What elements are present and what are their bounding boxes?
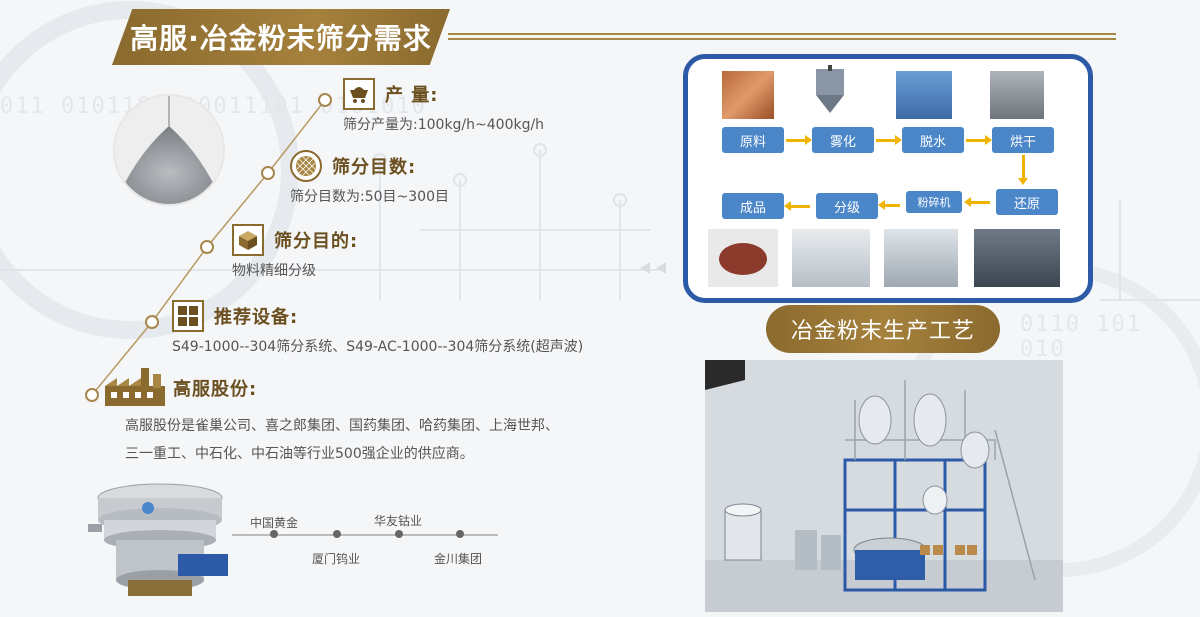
atomizer-image [802, 65, 858, 119]
timeline-dot [456, 530, 464, 538]
process-caption: 冶金粉末生产工艺 [766, 305, 1000, 353]
path-node [145, 315, 159, 329]
info-item-equipment: 推荐设备: S49-1000--304筛分系统、S49-AC-1000--304… [172, 300, 583, 356]
process-step: 成品 [722, 193, 784, 219]
process-step: 脱水 [902, 127, 964, 153]
flow-arrow [784, 201, 810, 211]
client-label: 金川集团 [434, 552, 483, 566]
process-step: 还原 [996, 189, 1058, 215]
centrifuge-image [896, 71, 952, 119]
timeline-dot [395, 530, 403, 538]
classifier-equipment-image [792, 229, 870, 287]
path-node [200, 240, 214, 254]
powder-product-image [708, 229, 778, 287]
info-item-label: 产 量: [385, 85, 439, 106]
title-divider-lines [448, 33, 1116, 41]
grid-icon [172, 300, 204, 332]
client-label: 中国黄金 [250, 516, 299, 530]
copper-bars-image [722, 71, 774, 119]
metal-powder-image [113, 94, 225, 206]
info-item-output: 产 量: 筛分产量为:100kg/h~400kg/h [343, 78, 544, 134]
path-node [85, 388, 99, 402]
mine-cart-icon [343, 78, 375, 110]
process-step: 原料 [722, 127, 784, 153]
process-step: 烘干 [992, 127, 1054, 153]
client-label: 厦门钨业 [312, 552, 361, 566]
path-node [318, 93, 332, 107]
process-step: 分级 [816, 193, 878, 219]
background-binary-text: 0110 101 010 [1020, 312, 1142, 362]
cube-icon [232, 224, 264, 256]
timeline-dot [270, 530, 278, 538]
process-step: 雾化 [812, 127, 874, 153]
flow-arrow [1018, 155, 1028, 185]
timeline-dot [333, 530, 341, 538]
info-item-label: 推荐设备: [214, 307, 299, 328]
info-item-label: 筛分目的: [274, 231, 359, 252]
reduction-furnace-image [974, 229, 1060, 287]
process-step: 粉碎机 [906, 191, 962, 213]
path-node [261, 166, 275, 180]
process-flow-diagram: 原料 雾化 脱水 烘干 还原 粉碎机 分级 成品 [683, 54, 1093, 303]
client-label: 华友钴业 [374, 514, 423, 528]
info-item-company: 高服股份: [105, 366, 257, 410]
flow-arrow [964, 197, 990, 207]
vibrating-sieve-machine-image [88, 483, 228, 596]
info-item-mesh: 筛分目数: 筛分目数为:50目~300目 [290, 150, 449, 206]
mesh-screen-icon [290, 150, 322, 182]
flow-arrow [876, 135, 902, 145]
info-item-desc: 筛分产量为:100kg/h~400kg/h [343, 117, 545, 133]
info-item-label: 高服股份: [173, 379, 258, 400]
diagonal-connector [85, 93, 332, 402]
flow-arrow [878, 200, 900, 210]
info-item-desc: 筛分目数为:50目~300目 [290, 189, 449, 205]
client-timeline [232, 534, 498, 536]
info-item-desc: S49-1000--304筛分系统、S49-AC-1000--304筛分系统(超… [172, 339, 584, 355]
page-title: 高服·冶金粉末筛分需求 [112, 9, 450, 65]
company-description: 高服股份是雀巢公司、喜之郎集团、国药集团、哈药集团、上海世邦、三一重工、中石化、… [125, 418, 559, 462]
screening-plant-rendering [705, 360, 1063, 612]
flow-arrow [786, 135, 812, 145]
flow-arrow [966, 135, 992, 145]
info-item-label: 筛分目数: [332, 157, 417, 178]
info-item-purpose: 筛分目的: 物料精细分级 [232, 224, 358, 280]
crusher-equipment-image [884, 229, 958, 287]
dryer-image [990, 71, 1044, 119]
info-item-desc: 物料精细分级 [232, 263, 316, 279]
factory-icon [105, 366, 165, 410]
